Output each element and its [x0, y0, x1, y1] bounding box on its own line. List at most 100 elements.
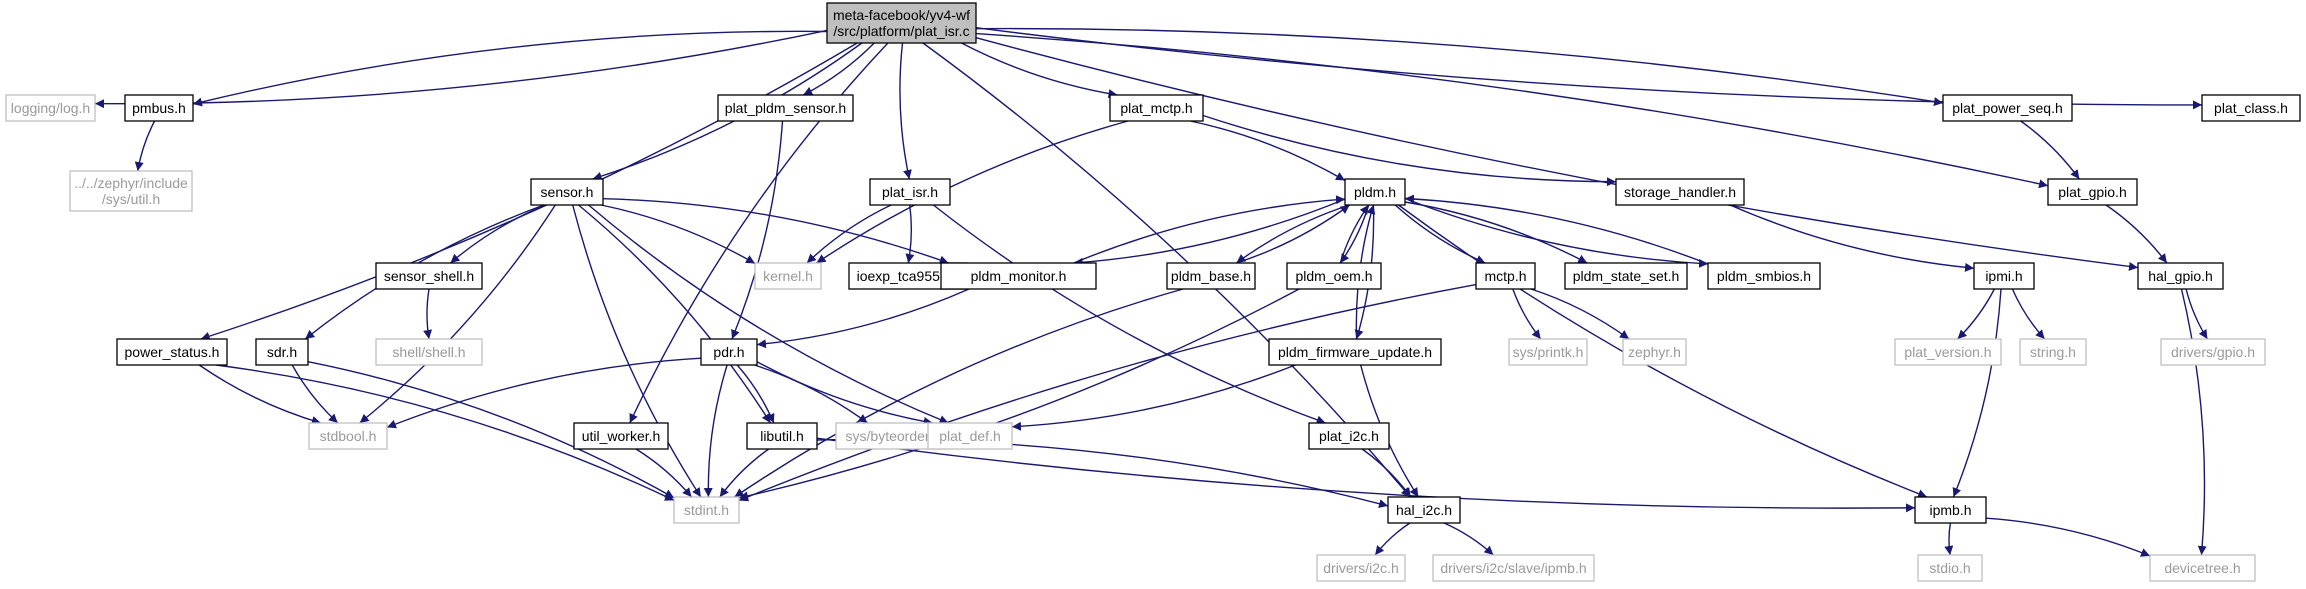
edge-pdr-to-sys_byteorder [754, 364, 869, 424]
node-hal-i2c[interactable]: hal_i2c.h [1387, 496, 1461, 524]
node-storage-handler[interactable]: storage_handler.h [1615, 178, 1745, 206]
node-pldm-fw-update[interactable]: pldm_firmware_update.h [1268, 338, 1442, 366]
node-box [1286, 262, 1382, 290]
node-box [1308, 422, 1390, 450]
node-label: plat_power_seq.h [1952, 100, 2063, 116]
node-kernel: kernel.h [754, 262, 822, 290]
node-label: string.h [2030, 344, 2076, 360]
edge-plat_gpio-to-hal_gpio [2105, 204, 2168, 264]
node-label: stdint.h [684, 502, 729, 518]
node-box [1707, 262, 1821, 290]
edge-root-to-plat_isr_h [899, 42, 912, 180]
edge-plat_mctp-to-kernel [816, 120, 1129, 264]
node-label: stdbool.h [320, 428, 377, 444]
node-pmbus[interactable]: pmbus.h [124, 94, 194, 122]
edge-root-to-plat_class [975, 27, 2203, 110]
node-box [826, 2, 977, 44]
node-box [116, 338, 228, 366]
node-pldm-smbios[interactable]: pldm_smbios.h [1707, 262, 1821, 290]
node-pldm[interactable]: pldm.h [1344, 178, 1406, 206]
node-box [1166, 262, 1256, 290]
edge-root-to-plat_gpio [975, 32, 2049, 189]
file-nodes: meta-facebook/yv4-wf/src/platform/plat_i… [5, 2, 2301, 582]
node-box [124, 94, 194, 122]
node-label: mctp.h [1484, 268, 1526, 284]
node-plat-mctp[interactable]: plat_mctp.h [1109, 94, 1204, 122]
node-drivers-gpio: drivers/gpio.h [2160, 338, 2266, 366]
node-plat-i2c[interactable]: plat_i2c.h [1308, 422, 1390, 450]
node-label: util_worker.h [582, 428, 661, 444]
node-box [1268, 338, 1442, 366]
node-label: ioexp_tca9555.h [857, 268, 960, 284]
edge-pldm_monitor-to-pldm [1073, 195, 1346, 264]
edge-pldm-to-pldm_monitor [1073, 198, 1346, 267]
node-util-worker[interactable]: util_worker.h [573, 422, 669, 450]
node-sensor[interactable]: sensor.h [530, 178, 604, 206]
node-pldm-oem[interactable]: pldm_oem.h [1286, 262, 1382, 290]
node-box [1942, 94, 2073, 122]
node-sdr[interactable]: sdr.h [255, 338, 309, 366]
node-box [1917, 554, 1983, 582]
node-label: sdr.h [267, 344, 297, 360]
node-ipmi[interactable]: ipmi.h [1973, 262, 2035, 290]
node-label: pldm_firmware_update.h [1278, 344, 1432, 360]
node-mctp[interactable]: mctp.h [1475, 262, 1536, 290]
node-pdr[interactable]: pdr.h [700, 338, 758, 366]
node-box [2137, 262, 2224, 290]
node-box [573, 422, 669, 450]
node-plat-power-seq[interactable]: plat_power_seq.h [1942, 94, 2073, 122]
node-box [1344, 178, 1406, 206]
node-pldm-base[interactable]: pldm_base.h [1166, 262, 1256, 290]
node-label: sensor.h [541, 184, 594, 200]
node-libutil[interactable]: libutil.h [746, 422, 818, 450]
node-root[interactable]: meta-facebook/yv4-wf/src/platform/plat_i… [826, 2, 977, 44]
node-devicetree: devicetree.h [2149, 554, 2256, 582]
node-box [927, 422, 1013, 450]
node-label: plat_class.h [2214, 100, 2288, 116]
edge-mctp-to-stdint [738, 283, 1477, 502]
node-box [1475, 262, 1536, 290]
node-label: pldm_state_set.h [1573, 268, 1680, 284]
node-drivers-i2c-slave-ipmb: drivers/i2c/slave/ipmb.h [1432, 554, 1595, 582]
node-plat-pldm-sensor[interactable]: plat_pldm_sensor.h [717, 94, 854, 122]
node-label: pldm_base.h [1171, 268, 1251, 284]
node-label: devicetree.h [2164, 560, 2240, 576]
node-stdint: stdint.h [673, 496, 740, 524]
node-plat-class[interactable]: plat_class.h [2201, 94, 2301, 122]
node-box [717, 94, 854, 122]
node-stdio: stdio.h [1917, 554, 1983, 582]
edge-pldm_oem-to-pldm [1339, 204, 1370, 264]
edge-root-to-plat_power_seq [975, 27, 1944, 107]
node-label: drivers/i2c/slave/ipmb.h [1440, 560, 1586, 576]
node-label: pmbus.h [132, 100, 186, 116]
edge-root-to-logging_log [94, 29, 828, 109]
edge-hal_i2c-to-drivers_i2c_slave_ipmb [1443, 522, 1494, 556]
edge-ipmi-to-ipmb [1952, 288, 2002, 498]
node-label: meta-facebook/yv4-wf [833, 7, 970, 23]
node-box [1622, 338, 1687, 366]
node-plat-gpio[interactable]: plat_gpio.h [2047, 178, 2138, 206]
node-plat-def: plat_def.h [927, 422, 1013, 450]
node-hal-gpio[interactable]: hal_gpio.h [2137, 262, 2224, 290]
edge-pdr-to-stdbool [386, 357, 702, 429]
node-sensor-shell[interactable]: sensor_shell.h [375, 262, 483, 290]
edge-pldm-to-mctp [1394, 204, 1486, 264]
node-power-status[interactable]: power_status.h [116, 338, 228, 366]
edge-power_status-to-stdint [215, 364, 675, 502]
node-pldm-state-set[interactable]: pldm_state_set.h [1564, 262, 1688, 290]
edge-root-to-power_status [200, 42, 858, 341]
edge-root-to-plat_pldm_sensor [802, 42, 875, 96]
edge-plat_mctp-to-pldm [1190, 120, 1346, 182]
edge-plat_power_seq-to-plat_gpio [2020, 120, 2080, 180]
edge-sensor-to-pldm_monitor [602, 198, 949, 265]
node-label: pdr.h [713, 344, 744, 360]
edge-pdr-to-plat_def [756, 361, 933, 426]
edge-pldm-to-pldm_state_set [1404, 201, 1588, 264]
node-pldm-monitor[interactable]: pldm_monitor.h [940, 262, 1097, 290]
edge-pldm-to-pldm_oem [1339, 204, 1370, 264]
node-plat-isr-h[interactable]: plat_isr.h [869, 178, 951, 206]
node-label: hal_i2c.h [1396, 502, 1452, 518]
node-ipmb[interactable]: ipmb.h [1914, 496, 1987, 524]
node-label: pldm_smbios.h [1717, 268, 1811, 284]
